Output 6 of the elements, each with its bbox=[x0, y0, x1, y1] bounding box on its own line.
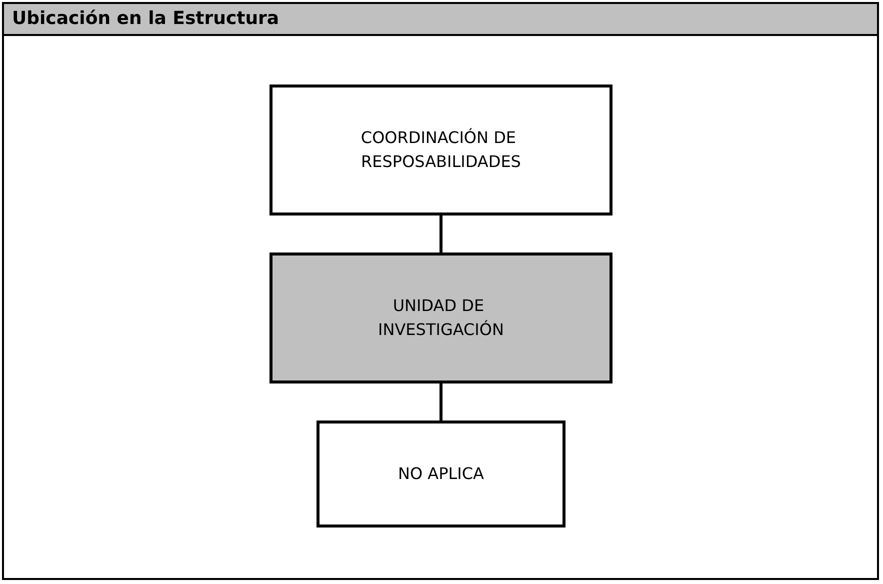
node-box bbox=[269, 252, 612, 384]
node-box bbox=[269, 84, 612, 216]
title-bar: Ubicación en la Estructura bbox=[4, 4, 877, 36]
connector bbox=[439, 382, 442, 422]
connector bbox=[439, 214, 442, 254]
node-box bbox=[316, 420, 565, 528]
